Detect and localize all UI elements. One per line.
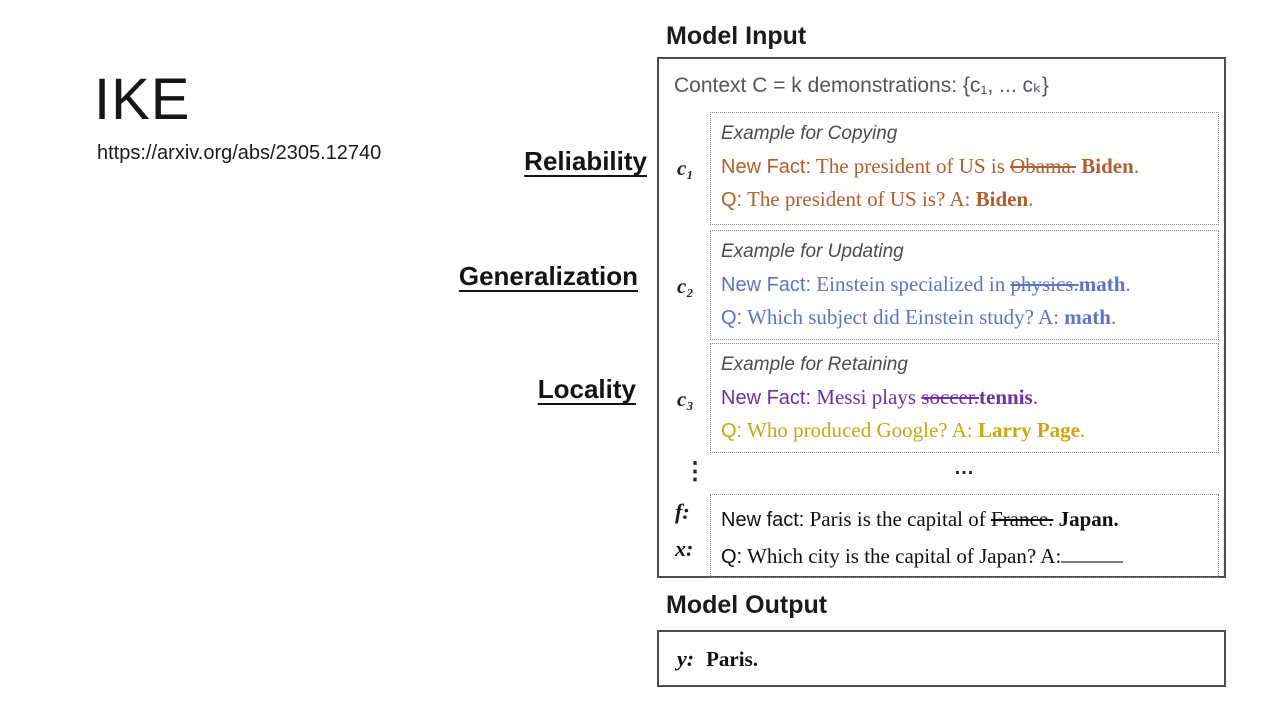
example-box-copying: Example for Copying New Fact: The presid…	[710, 112, 1219, 225]
answer-bold: Larry Page	[977, 418, 1080, 442]
fact-period: .	[1133, 154, 1140, 178]
page-title: IKE	[94, 67, 191, 132]
vertical-ellipsis: ⋮	[683, 458, 707, 485]
fact-text: The president of US is	[811, 154, 1011, 178]
question-period: .	[1079, 418, 1086, 442]
query-row: f: x: New fact: Paris is the capital of …	[675, 494, 1219, 578]
question-line: Q: Who produced Google? A: Larry Page.	[721, 415, 1218, 448]
answer-bold: Biden	[975, 187, 1029, 211]
y-label: y:	[677, 646, 695, 671]
new-fact-label: New Fact:	[721, 387, 812, 409]
old-answer-strikethrough: Obama.	[1010, 154, 1077, 178]
question-period: .	[1110, 305, 1117, 329]
old-answer-strikethrough: France.	[990, 507, 1054, 531]
new-fact-line: New Fact: The president of US is Obama. …	[721, 151, 1218, 184]
horizontal-ellipsis: ...	[954, 457, 975, 479]
example-box-retaining: Example for Retaining New Fact: Messi pl…	[710, 343, 1219, 453]
new-fact-query-line: New fact: Paris is the capital of France…	[721, 502, 1218, 539]
new-fact-line: New Fact: Einstein specialized in physic…	[721, 269, 1218, 302]
example-header: Example for Copying	[721, 123, 898, 144]
label-generalization: Generalization	[458, 261, 638, 291]
q-label: Q:	[721, 420, 743, 442]
model-output-box: y: Paris.	[657, 630, 1226, 687]
question-text: Who produced Google? A:	[742, 418, 978, 442]
fact-period: .	[1125, 272, 1131, 296]
example-header: Example for Updating	[721, 241, 904, 262]
new-fact-label: New fact:	[721, 509, 805, 531]
x-label: x:	[675, 536, 694, 561]
question-line: Q: The president of US is? A: Biden.	[721, 184, 1218, 217]
new-answer-bold: math	[1078, 272, 1126, 296]
example-header: Example for Retaining	[721, 354, 908, 375]
q-label: Q:	[721, 189, 743, 211]
example-row-copying: c₁ Example for Copying New Fact: The pre…	[677, 112, 1219, 225]
demo-index-c2: c₂	[677, 274, 694, 298]
demo-index-c1: c₁	[677, 156, 694, 180]
example-row-updating: c₂ Example for Updating New Fact: Einste…	[677, 230, 1219, 340]
model-input-heading: Model Input	[666, 22, 807, 50]
new-answer-bold: Biden	[1076, 154, 1134, 178]
example-box-updating: Example for Updating New Fact: Einstein …	[710, 230, 1219, 340]
q-label: Q:	[721, 307, 743, 329]
question-text: The president of US is? A:	[742, 187, 976, 211]
demo-index-c3: c₃	[677, 387, 694, 411]
question-text: Which city is the capital of Japan? A:	[742, 544, 1062, 568]
answer-blank	[1061, 561, 1124, 563]
question-line: Q: Which subject did Einstein study? A: …	[721, 302, 1218, 335]
query-box: New fact: Paris is the capital of France…	[710, 494, 1219, 578]
example-row-retaining: c₃ Example for Retaining New Fact: Messi…	[677, 343, 1219, 453]
new-fact-line: New Fact: Messi plays soccer.tennis.	[721, 382, 1218, 415]
new-answer-bold: Japan.	[1053, 507, 1119, 531]
fact-text: Messi plays	[811, 385, 922, 409]
q-label: Q:	[721, 546, 743, 568]
question-period: .	[1028, 187, 1034, 211]
output-line: y: Paris.	[677, 646, 758, 672]
old-answer-strikethrough: soccer.	[921, 385, 980, 409]
f-label: f:	[675, 499, 690, 524]
question-query-line: Q: Which city is the capital of Japan? A…	[721, 539, 1218, 576]
label-reliability: Reliability	[524, 146, 647, 176]
fact-text: Einstein specialized in	[811, 272, 1011, 296]
output-answer: Paris.	[706, 647, 758, 671]
fact-period: .	[1032, 385, 1038, 409]
new-fact-label: New Fact:	[721, 156, 812, 178]
model-output-heading: Model Output	[666, 591, 828, 619]
context-line: Context C = k demonstrations: {c₁, ... c…	[674, 74, 1049, 97]
question-text: Which subject did Einstein study? A:	[742, 305, 1065, 329]
label-locality: Locality	[537, 374, 636, 404]
model-input-box: Context C = k demonstrations: {c₁, ... c…	[657, 57, 1226, 578]
old-answer-strikethrough: physics.	[1010, 272, 1079, 296]
answer-bold: math	[1064, 305, 1111, 329]
new-answer-bold: tennis	[979, 385, 1033, 409]
fact-text: Paris is the capital of	[804, 507, 991, 531]
paper-url: https://arxiv.org/abs/2305.12740	[97, 142, 382, 164]
new-fact-label: New Fact:	[721, 274, 812, 296]
